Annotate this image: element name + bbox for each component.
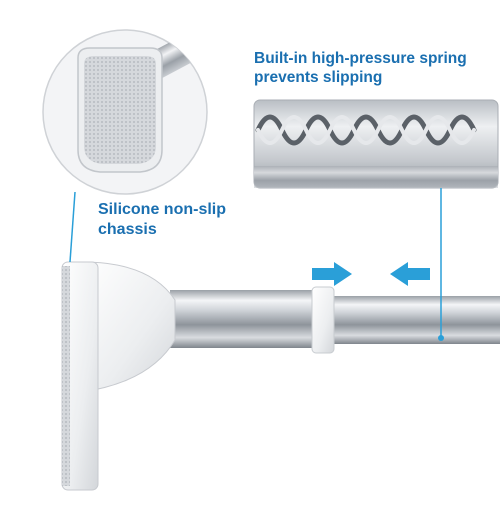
- rod-inner-tube: [328, 296, 500, 344]
- end-cap: [61, 261, 176, 491]
- base-leader-line: [69, 191, 76, 263]
- spring-callout-line2: prevents slipping: [254, 69, 383, 87]
- arrow-left-icon: [390, 262, 430, 286]
- spring-callout: Built-in high-pressure spring prevents s…: [254, 49, 494, 88]
- base-callout-line1: Silicone non-slip: [98, 201, 227, 218]
- base-callout: Silicone non-slip chassis: [98, 200, 278, 240]
- base-callout-line2: chassis: [98, 221, 157, 238]
- spring-coil-back: [255, 114, 477, 146]
- end-cap-cone: [81, 261, 176, 393]
- spring-leader-dot: [438, 335, 444, 341]
- arrow-right-icon: [312, 262, 352, 286]
- silicone-pad-edge: [62, 266, 70, 486]
- spring-callout-line1: Built-in high-pressure spring: [254, 50, 467, 67]
- spring-coil-front: [256, 115, 476, 145]
- tension-rod: [170, 286, 500, 354]
- rod-outer-tube: [170, 290, 330, 348]
- spring-closeup: [253, 99, 499, 189]
- rod-collar: [311, 286, 335, 354]
- silicone-pad-texture: [84, 56, 156, 164]
- base-closeup: [42, 29, 208, 195]
